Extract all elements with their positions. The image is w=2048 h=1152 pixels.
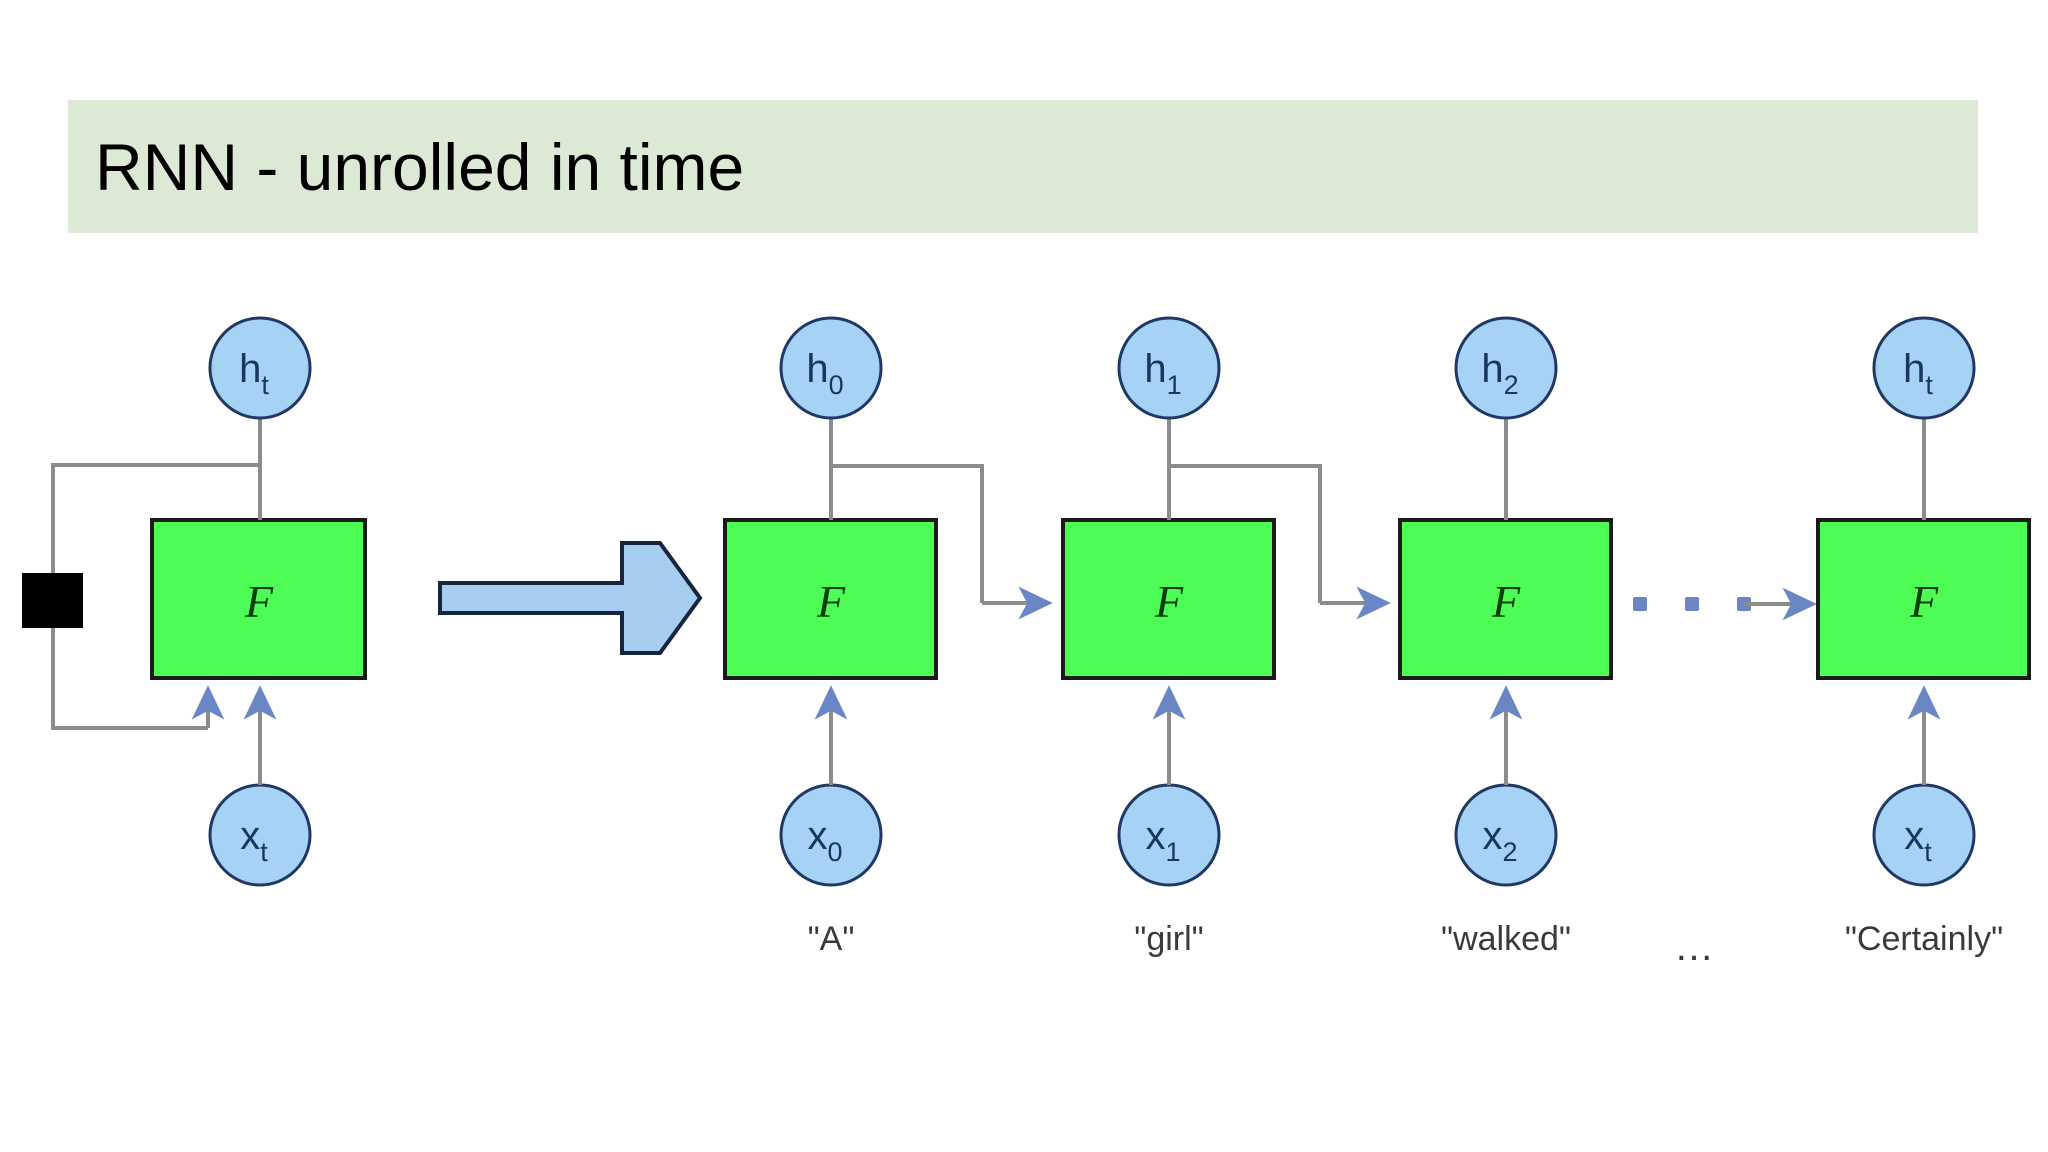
output-node-2 <box>1454 316 1558 420</box>
word-label-2: "walked" <box>1441 920 1571 958</box>
unrolled-step-2: F h2 x2 "walked" <box>1398 316 1613 958</box>
unrolled-step-1: F h1 x1 "girl" <box>1061 316 1391 958</box>
unrolled-step-3: F ht xt "Certainly" <box>1816 316 2031 958</box>
sequence-gap-dots <box>1633 587 1817 621</box>
input-node-label-1: x1 <box>1145 814 1180 867</box>
output-node-1 <box>1117 316 1221 420</box>
transition-arrow-group <box>438 541 703 655</box>
cell-label-1: F <box>1154 576 1184 627</box>
gap-dot-1 <box>1633 597 1647 611</box>
unrolled-step-0: F h0 x0 "A" <box>723 316 1053 958</box>
cell-label-3: F <box>1909 576 1939 627</box>
output-node-label-0: h0 <box>806 347 843 400</box>
output-node-3 <box>1872 316 1976 420</box>
word-gap-ellipsis: … <box>1674 925 1714 969</box>
cell-box-1 <box>1061 518 1276 680</box>
folded-output-node <box>208 316 312 420</box>
folded-cell-box <box>150 518 367 680</box>
word-label-3: "Certainly" <box>1845 920 2003 958</box>
output-node-label-1: h1 <box>1144 347 1181 400</box>
input-node-label-2: x2 <box>1482 814 1517 867</box>
input-node-0 <box>779 783 883 887</box>
cell-box-3 <box>1816 518 2031 680</box>
folded-cell-label: F <box>244 576 274 627</box>
input-node-label-0: x0 <box>807 814 842 867</box>
page-title: RNN - unrolled in time <box>95 129 745 204</box>
hidden-state-wire-0-1 <box>831 464 984 603</box>
right-block-arrow-icon <box>438 541 703 655</box>
gap-dot-2 <box>1685 597 1699 611</box>
folded-rnn-group: F ht xt <box>22 316 367 887</box>
input-node-label-3: xt <box>1904 814 1932 867</box>
output-node-label-3: ht <box>1903 347 1933 400</box>
cell-label-0: F <box>816 576 846 627</box>
input-node-2 <box>1454 783 1558 887</box>
word-label-0: "A" <box>808 920 855 958</box>
word-label-1: "girl" <box>1134 920 1203 958</box>
folded-input-node-label: xt <box>240 814 268 867</box>
cell-label-2: F <box>1491 576 1521 627</box>
folded-output-node-label: ht <box>239 347 269 400</box>
output-node-label-2: h2 <box>1481 347 1518 400</box>
title-band: RNN - unrolled in time <box>68 100 1978 233</box>
cell-box-2 <box>1398 518 1613 680</box>
unrolled-rnn-group: F h0 x0 "A" F h1 <box>723 316 2031 969</box>
delay-square <box>22 573 83 628</box>
cell-box-0 <box>723 518 938 680</box>
input-node-1 <box>1117 783 1221 887</box>
output-node-0 <box>779 316 883 420</box>
hidden-state-wire-1-2 <box>1169 464 1322 603</box>
